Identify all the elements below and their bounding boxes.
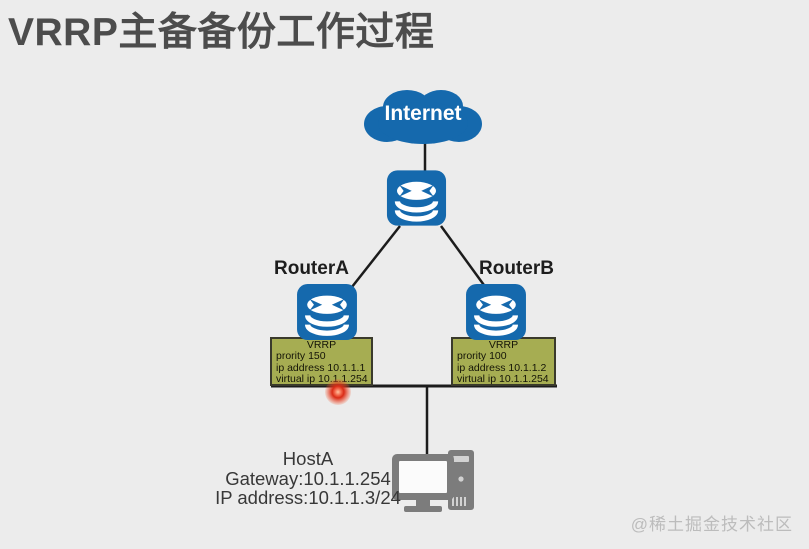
routerB-label: RouterB — [479, 258, 554, 279]
internet-cloud: Internet — [362, 84, 484, 146]
vrrp-box-title: VRRP — [306, 339, 337, 351]
vrrp-virtual-ip: virtual ip 10.1.1.254 — [457, 372, 549, 385]
router-stack-icon — [296, 283, 358, 341]
vrrp-info-box-routerA: VRRP prority 150 ip address 10.1.1.1 vir… — [270, 337, 373, 386]
cloud-icon — [364, 90, 482, 144]
routerA-label: RouterA — [274, 258, 349, 279]
internet-label: Internet — [384, 102, 462, 125]
vrrp-box-title: VRRP — [488, 339, 519, 351]
page-title: VRRP主备备份工作过程 — [8, 11, 435, 54]
routerA-icon — [296, 283, 358, 341]
vrrp-ip-address: ip address 10.1.1.1 — [276, 361, 366, 374]
host-ip-address: IP address:10.1.1.3/24 — [215, 487, 401, 508]
routerB-icon — [465, 283, 527, 341]
host-label: HostA — [282, 448, 334, 469]
hostA-info: HostA Gateway:10.1.1.254 IP address:10.1… — [178, 449, 438, 508]
router-stack-icon — [386, 169, 447, 227]
vrrp-info-box-routerB: VRRP prority 100 ip address 10.1.1.2 vir… — [451, 337, 556, 386]
vrrp-priority: prority 100 — [457, 350, 507, 363]
laser-pointer-dot — [325, 379, 351, 405]
router-stack-icon — [465, 283, 527, 341]
vrrp-ip-address: ip address 10.1.1.2 — [457, 361, 547, 374]
core-router-icon — [386, 169, 447, 227]
vrrp-virtual-ip: virtual ip 10.1.1.254 — [276, 372, 368, 385]
watermark: @稀土掘金技术社区 — [630, 515, 793, 534]
vrrp-priority: prority 150 — [276, 350, 326, 363]
host-gateway: Gateway:10.1.1.254 — [225, 467, 391, 489]
